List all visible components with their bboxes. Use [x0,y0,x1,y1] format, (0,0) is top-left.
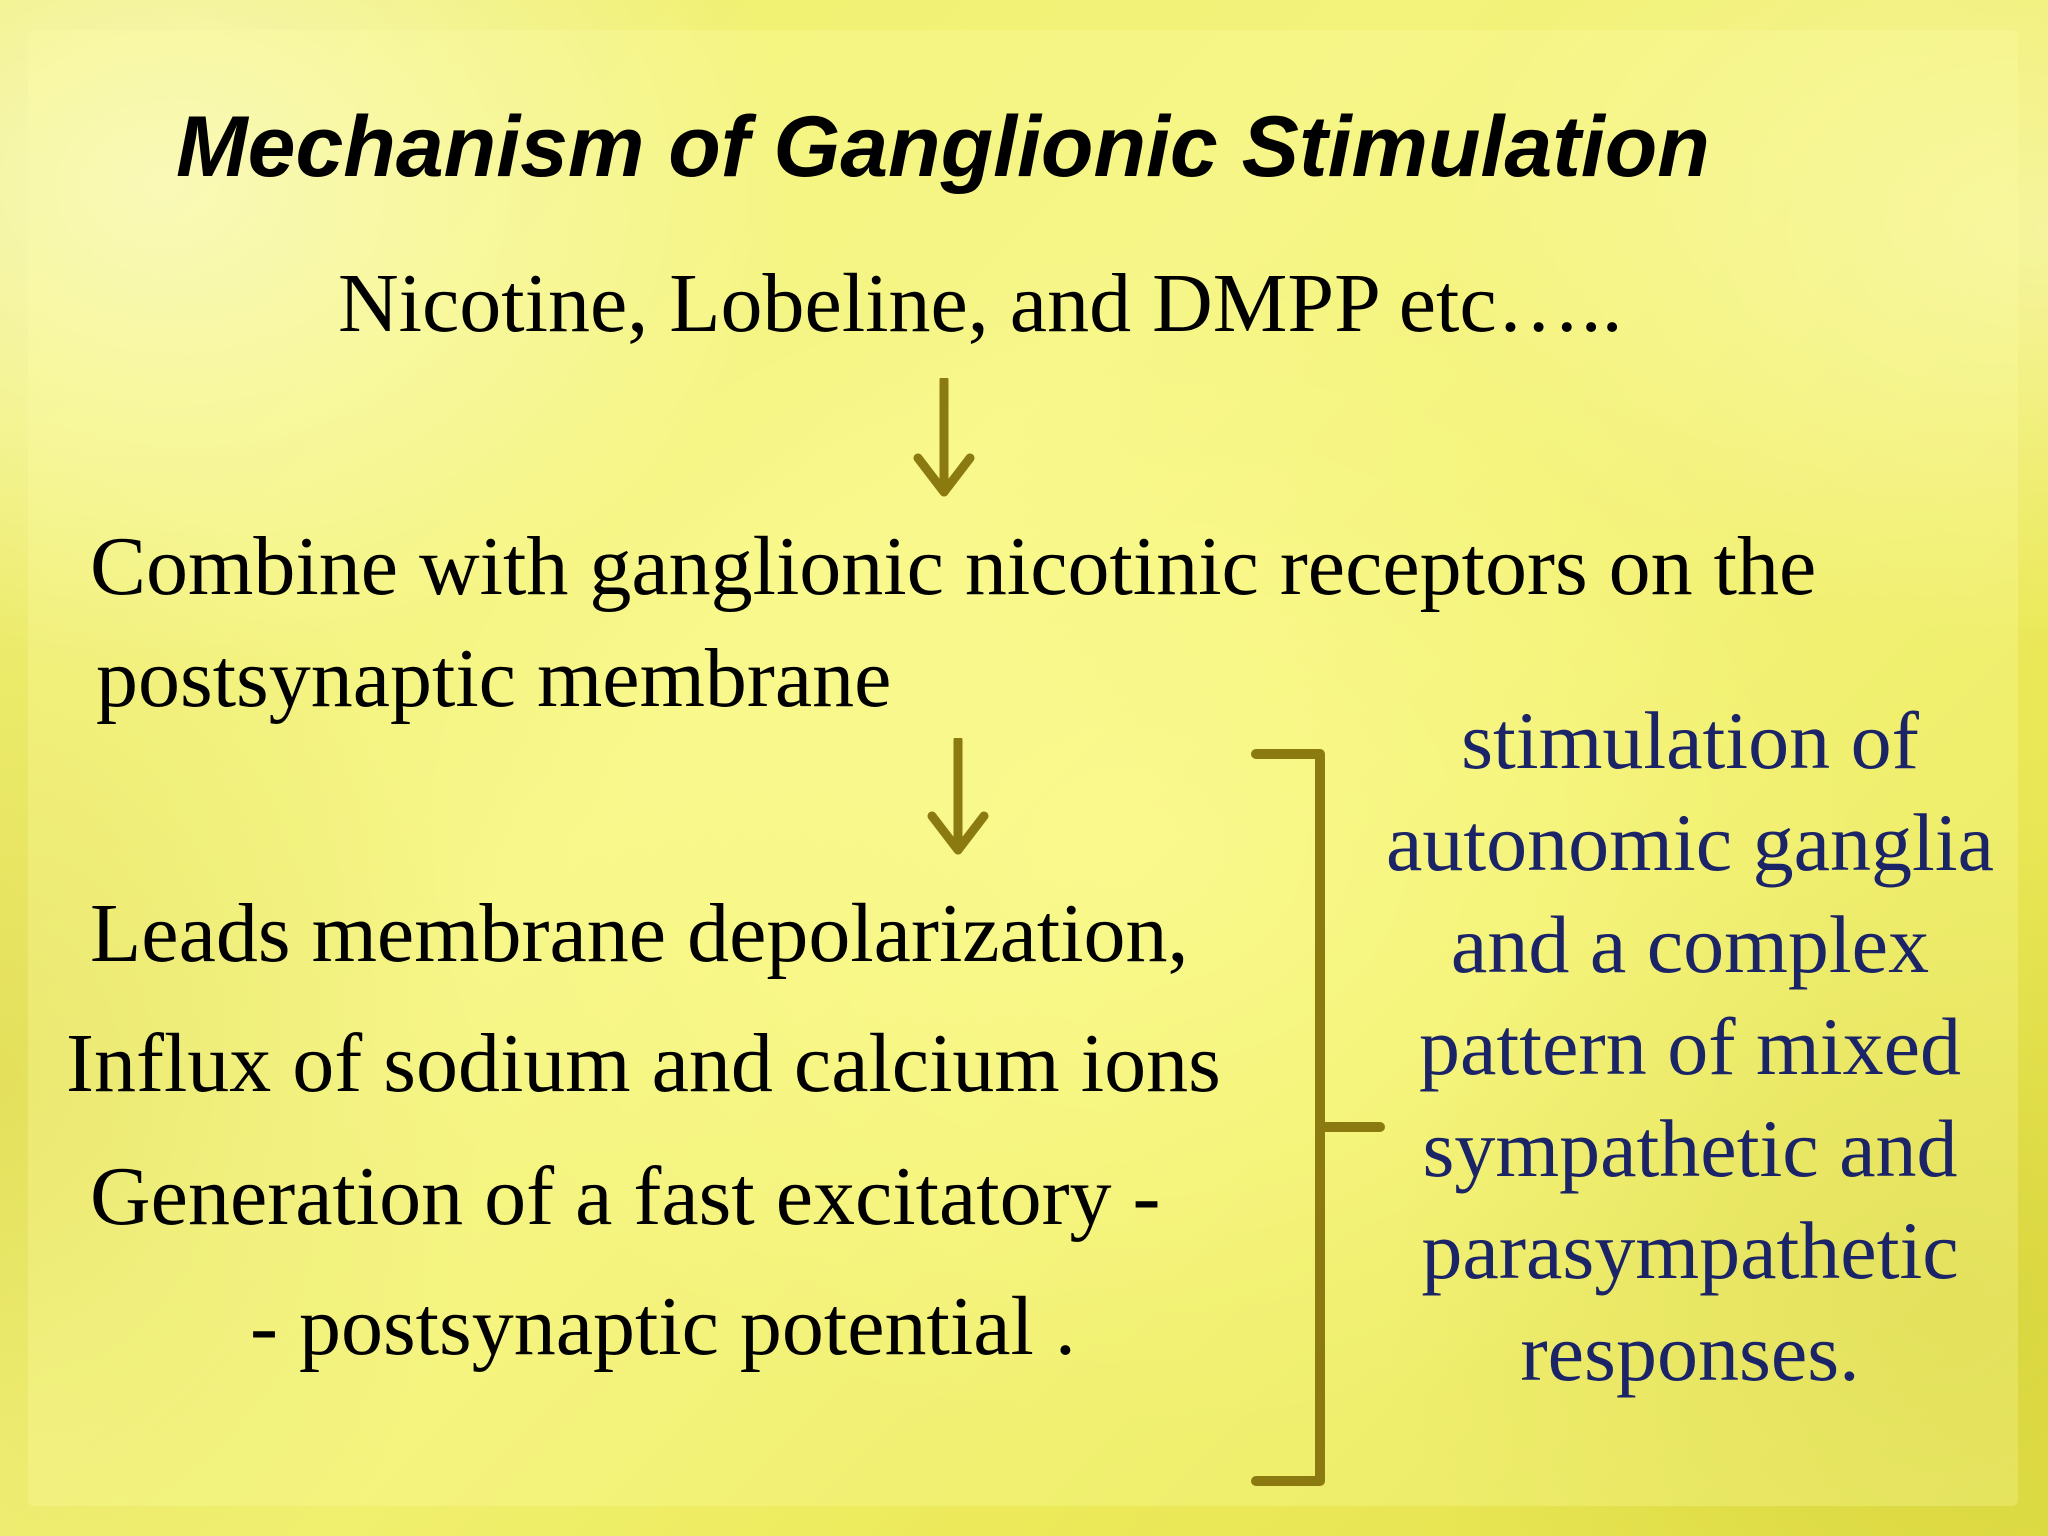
epsp-text-1: Generation of a fast excitatory - [90,1150,1161,1243]
receptor-binding-text-1: Combine with ganglionic nicotinic recept… [90,520,1817,613]
slide-panel [28,30,2018,1506]
depolarization-text: Leads membrane depolarization, [90,887,1189,980]
right-bracket-icon [1251,749,1385,1486]
down-arrow-icon [913,378,975,497]
ion-influx-text: Influx of sodium and calcium ions [66,1017,1221,1110]
result-summary-text: stimulation of autonomic ganglia and a c… [1386,695,1994,1398]
slide-title: Mechanism of Ganglionic Stimulation [176,99,1710,195]
down-arrow-icon [927,738,989,855]
drug-list-text: Nicotine, Lobeline, and DMPP etc….. [338,257,1623,350]
receptor-binding-text-2: postsynaptic membrane [96,632,892,725]
epsp-text-2: - postsynaptic potential . [250,1280,1076,1373]
